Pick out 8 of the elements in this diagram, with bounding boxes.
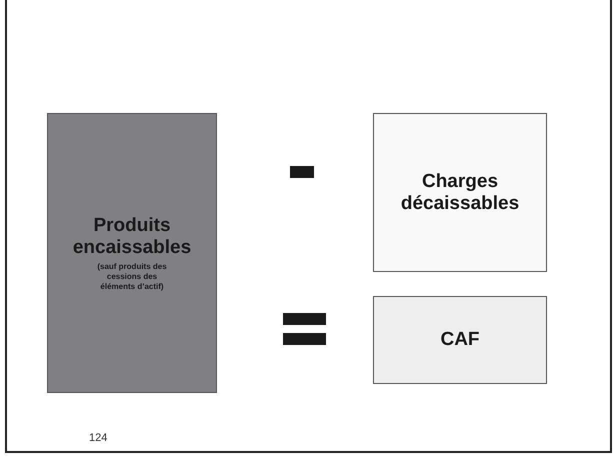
- text-box: [373, 113, 547, 272]
- text-box: [373, 296, 547, 384]
- box-heading: Produits encaissables: [72, 214, 192, 258]
- box-note: (sauf produits des cessions des éléments d’actif): [96, 262, 168, 292]
- box-heading: CAF: [440, 329, 480, 351]
- text-box: [47, 113, 217, 393]
- box-heading: Charges décaissables: [400, 170, 520, 214]
- page-number: 124: [89, 432, 108, 444]
